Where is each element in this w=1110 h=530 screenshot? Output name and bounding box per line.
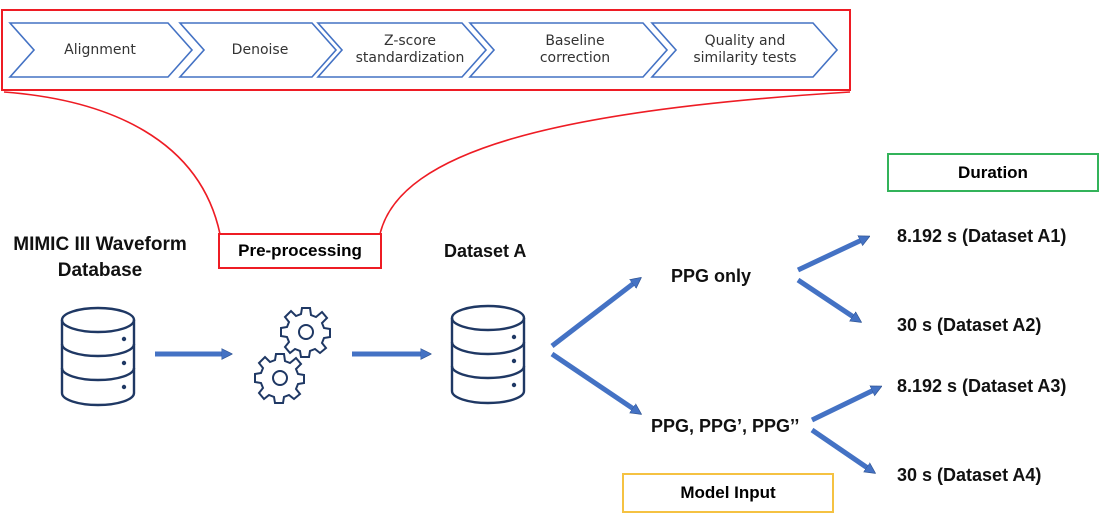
output-dataset-a3: 8.192 s (Dataset A3) xyxy=(897,376,1067,396)
step-label-denoise: Denoise xyxy=(231,42,289,58)
duration-box xyxy=(887,153,1099,192)
arrow-dataset-to-ppg-only xyxy=(550,280,638,348)
arrow-ppg-derivs-to-a4 xyxy=(810,427,872,471)
chevron-step-5 xyxy=(650,22,839,78)
output-dataset-a4: 30 s (Dataset A4) xyxy=(897,465,1042,485)
chevron-step-4 xyxy=(468,22,669,78)
arrow-ppg-only-to-a1 xyxy=(796,238,866,273)
output-dataset-a1: 8.192 s (Dataset A1) xyxy=(897,226,1067,246)
arrow-ppg-derivs-to-a3 xyxy=(810,388,878,423)
chevron-step-3 xyxy=(316,22,488,78)
chevron-step-2 xyxy=(178,22,338,78)
zoom-curve-right xyxy=(379,91,851,235)
model-input-ppg-derivatives: PPG, PPG’, PPG’’ xyxy=(651,416,800,436)
duration-header: Duration xyxy=(958,162,1028,182)
model-input-box xyxy=(622,473,834,513)
step-label-alignment: Alignment xyxy=(64,42,136,58)
output-dataset-a2: 30 s (Dataset A2) xyxy=(897,315,1042,335)
model-input-header: Model Input xyxy=(680,483,776,502)
pipeline-chevrons xyxy=(8,22,839,78)
preprocessing-label: Pre-processing xyxy=(238,241,362,260)
dataset-a-label: Dataset A xyxy=(444,241,527,261)
chevron-step-1 xyxy=(8,22,194,78)
arrow-ppg-only-to-a2 xyxy=(796,277,858,320)
arrow-dataset-to-ppg-derivs xyxy=(550,351,638,412)
gears-icon xyxy=(254,307,331,404)
preprocessing-box xyxy=(218,233,382,269)
zoom-curve-left xyxy=(3,91,221,235)
database-icon-dataset-a xyxy=(450,304,526,405)
database-icon-source xyxy=(60,306,136,407)
pipeline-highlight-box xyxy=(1,9,851,91)
model-input-ppg-only: PPG only xyxy=(671,266,752,286)
